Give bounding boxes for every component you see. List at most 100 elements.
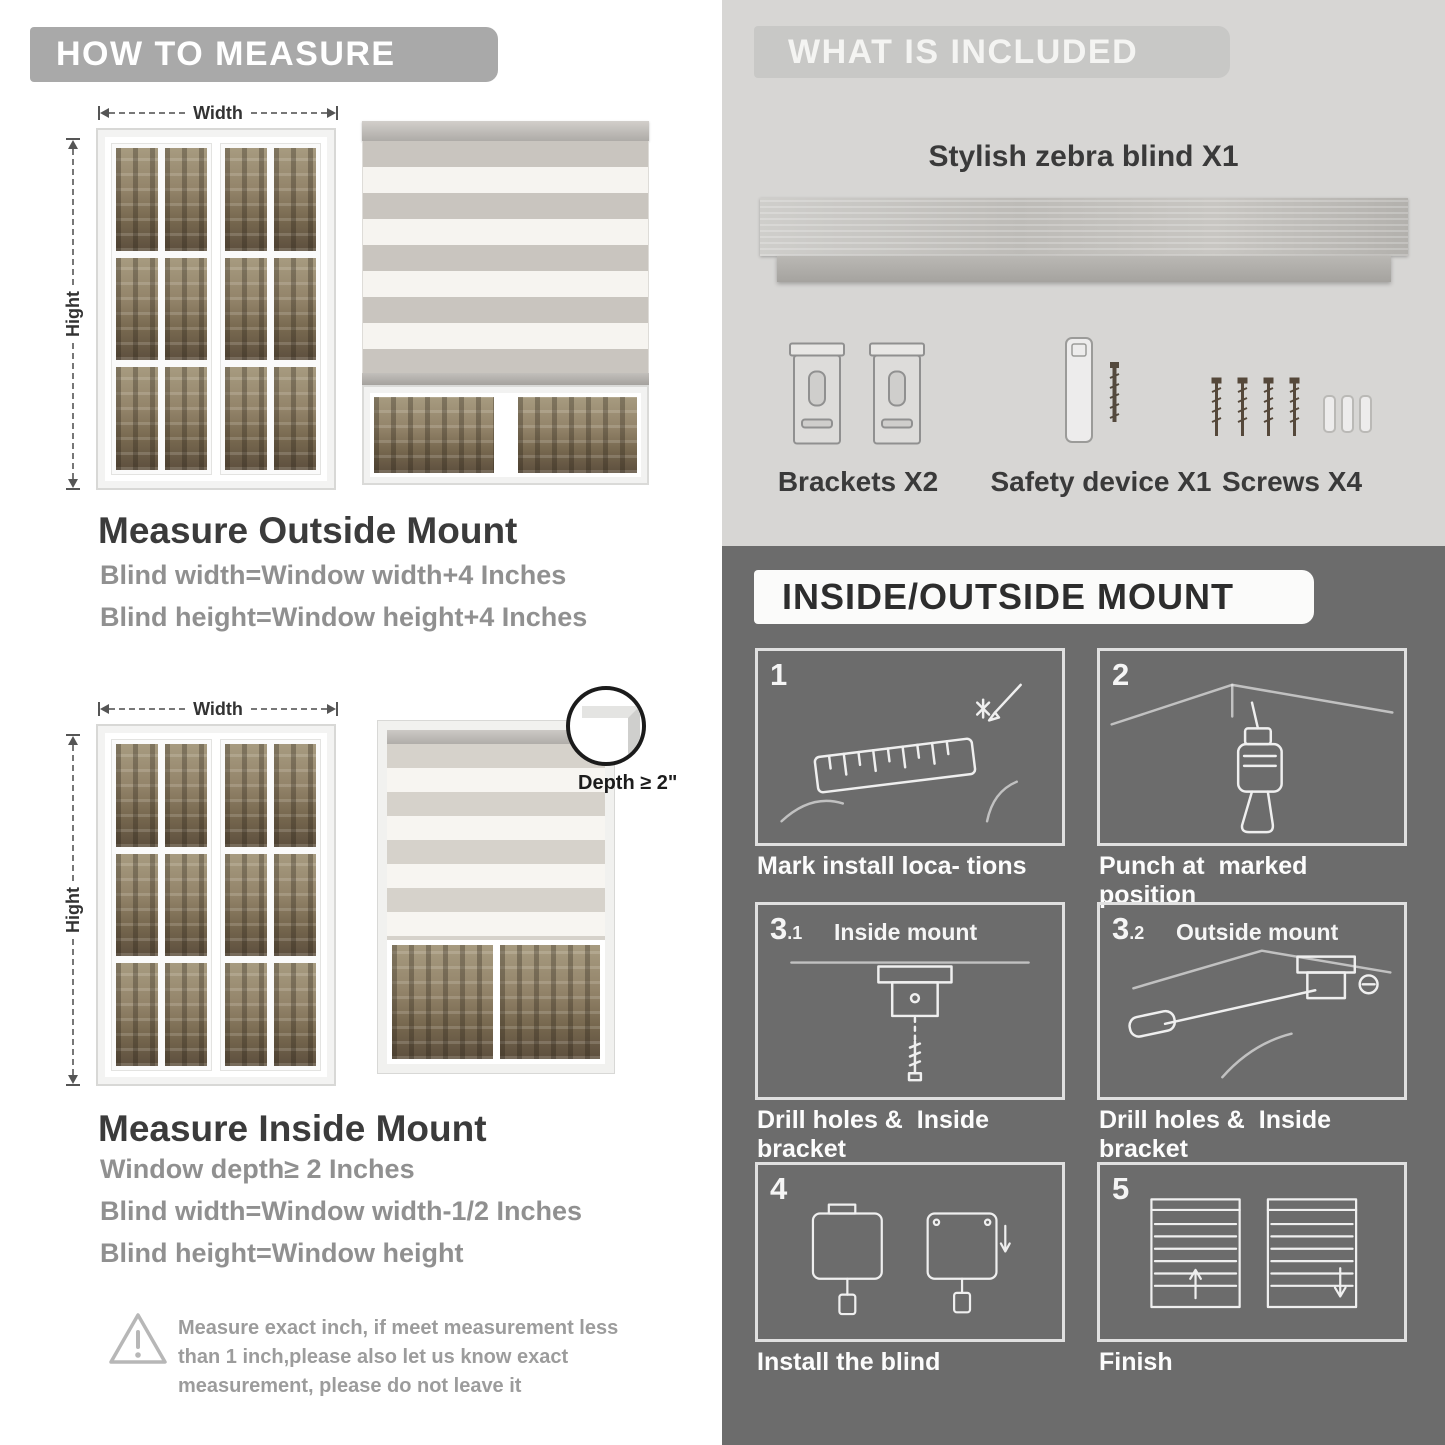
window-pane <box>225 853 267 957</box>
blind-bottom-rail <box>362 373 649 385</box>
arrow-tick <box>66 138 80 140</box>
outside-bracket-illustration <box>1128 949 1392 1079</box>
arrow-dash <box>72 149 74 286</box>
window-pane <box>225 367 267 470</box>
arrowhead-up-icon <box>68 140 78 149</box>
arrow-dash <box>72 939 74 1076</box>
screws-label: Screws X4 <box>1221 466 1363 497</box>
window-pane <box>165 853 207 957</box>
step-caption: Drill holes & Inside bracket <box>757 1106 996 1163</box>
depth-detail-circle <box>566 686 646 766</box>
zebra-blind-outside-illustration <box>362 121 649 485</box>
window-pane <box>165 148 207 251</box>
brackets-label: Brackets X2 <box>777 466 939 497</box>
install-blind-illustration <box>811 1203 1011 1316</box>
inside-bracket-illustration <box>790 961 1030 1082</box>
step-panel-3-1: 3.1 Inside mount <box>755 902 1065 1100</box>
what-is-included-header: WHAT IS INCLUDED <box>754 26 1230 78</box>
window-mullion <box>212 143 220 475</box>
arrow-tick <box>66 488 80 491</box>
inside-mount-line: Blind height=Window height <box>100 1238 464 1268</box>
window-pane <box>165 257 207 361</box>
window-sash <box>220 143 321 475</box>
inside-mount-label: Inside mount <box>834 919 978 945</box>
outside-mount-label: Outside mount <box>1176 919 1339 945</box>
window-pane <box>116 963 158 1066</box>
mount-steps-section: INSIDE/OUTSIDE MOUNT 1 <box>722 546 1445 1445</box>
arrow-dash <box>250 708 328 710</box>
window-pane <box>392 945 493 1059</box>
window-pane <box>225 257 267 361</box>
inside-mount-line: Blind width=Window width-1/2 Inches <box>100 1196 583 1226</box>
window-pane <box>274 853 316 957</box>
step-panel-4: 4 <box>755 1162 1065 1342</box>
width-label: Width <box>193 102 243 123</box>
step-panel-3-2: 3.2 Outside mount <box>1097 902 1407 1100</box>
bracket-icon <box>862 336 932 459</box>
blind-cassette <box>362 121 649 141</box>
outside-mount-title: Measure Outside Mount <box>98 510 518 551</box>
arrow-dash <box>250 112 328 114</box>
window-pane <box>225 963 267 1066</box>
mount-header: INSIDE/OUTSIDE MOUNT <box>754 570 1314 624</box>
window-illustration <box>96 724 336 1086</box>
arrow-dash <box>72 745 74 882</box>
window-pane <box>517 397 637 473</box>
arrowhead-right-icon <box>327 704 337 714</box>
height-label: Hight <box>62 291 83 337</box>
step-panel-2: 2 <box>1097 648 1407 846</box>
height-arrow: Hight <box>62 734 84 1087</box>
height-arrow: Hight <box>62 138 84 491</box>
window-sash <box>111 739 212 1071</box>
screws-icon <box>1202 372 1392 469</box>
step-number: 3.1 <box>770 911 803 946</box>
window-pane <box>374 397 494 473</box>
drill-illustration <box>1110 683 1394 834</box>
arrowhead-right-icon <box>327 108 337 118</box>
step-caption: Finish <box>1099 1348 1173 1376</box>
finish-illustration <box>1150 1198 1358 1309</box>
window-pane <box>165 744 207 847</box>
window-pane <box>274 963 316 1066</box>
window-sash <box>220 739 321 1071</box>
arrow-tick <box>336 106 339 120</box>
step-number: 3.2 <box>1112 911 1145 946</box>
window-pane <box>274 257 316 361</box>
product-label: Stylish zebra blind X1 <box>928 140 1239 173</box>
warning-text: Measure exact inch, if meet measurement … <box>178 1317 619 1397</box>
step-caption: Install the blind <box>757 1348 941 1376</box>
window-pane <box>116 744 158 847</box>
window-mullion <box>502 397 510 473</box>
how-to-measure-header: HOW TO MEASURE <box>30 27 498 82</box>
arrow-tick <box>98 106 100 120</box>
what-is-included-section: WHAT IS INCLUDED Stylish zebra blind X1 <box>722 0 1445 546</box>
width-arrow: Width <box>98 102 339 123</box>
step-number: 4 <box>770 1171 788 1206</box>
blind-slats <box>387 744 605 940</box>
step-number: 1 <box>770 657 788 692</box>
step-caption: Drill holes & Inside bracket <box>1099 1106 1338 1163</box>
safety-device-icon <box>1052 332 1142 461</box>
arrow-dash <box>72 343 74 480</box>
arrowhead-down-icon <box>68 479 78 489</box>
warning-triangle-icon <box>106 1310 170 1373</box>
window-pane <box>499 945 600 1059</box>
inside-mount-line: Window depth≥ 2 Inches <box>100 1154 415 1184</box>
blind-headrail-illustration <box>760 198 1408 256</box>
width-arrow: Width <box>98 698 339 719</box>
width-label: Width <box>193 698 243 719</box>
zebra-blind-inside-illustration <box>377 720 615 1074</box>
step-number: 2 <box>1112 657 1130 692</box>
arrowhead-down-icon <box>68 1075 78 1085</box>
arrow-tick <box>98 702 100 716</box>
window-bottom <box>362 385 649 485</box>
outside-mount-line: Blind height=Window height+4 Inches <box>100 602 588 632</box>
depth-label: Depth ≥ 2" <box>578 772 678 794</box>
window-pane <box>274 148 316 251</box>
arrow-dash <box>109 708 186 710</box>
frame-corner <box>582 706 640 758</box>
window-pane <box>225 744 267 847</box>
step-panel-1: 1 <box>755 648 1065 846</box>
window-pane <box>274 367 316 470</box>
